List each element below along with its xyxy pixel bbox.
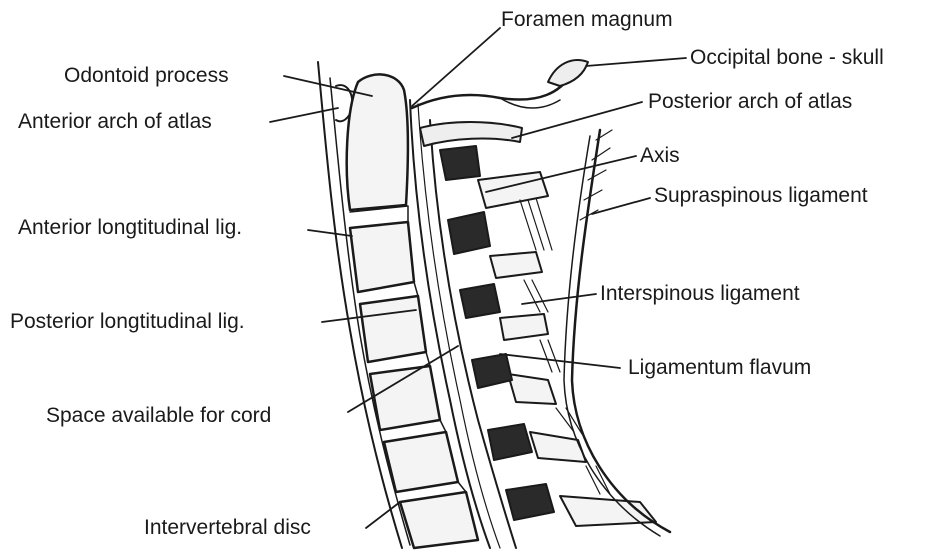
label-posterior-longitudinal-ligament: Posterior longtitudinal lig. xyxy=(10,310,245,334)
label-space-available-for-cord: Space available for cord xyxy=(46,404,271,428)
spinous-process-c5 xyxy=(508,374,556,404)
spinous-process-c6 xyxy=(530,432,586,462)
vertebral-body-c3 xyxy=(350,222,414,292)
lamina xyxy=(440,146,480,180)
label-ligamentum-flavum: Ligamentum flavum xyxy=(628,356,811,380)
leader-ligamentum-flavum xyxy=(500,354,620,368)
posterior-arch-of-atlas xyxy=(420,122,522,146)
occipital-bone xyxy=(548,60,588,86)
label-supraspinous-ligament: Supraspinous ligament xyxy=(654,184,868,208)
label-axis: Axis xyxy=(640,144,680,168)
leader-anterior-arch xyxy=(270,108,338,122)
vertebral-body-c6 xyxy=(384,432,458,492)
leader-occipital-bone xyxy=(586,58,686,66)
label-anterior-arch-of-atlas: Anterior arch of atlas xyxy=(18,110,212,134)
odontoid-process xyxy=(347,74,408,210)
lamina xyxy=(472,354,512,388)
foramen-magnum-rim xyxy=(412,74,572,108)
label-odontoid-process: Odontoid process xyxy=(64,64,229,88)
label-occipital-bone: Occipital bone - skull xyxy=(690,46,884,70)
vertebral-body-c5 xyxy=(370,366,440,430)
lamina xyxy=(460,284,500,318)
leader-axis xyxy=(486,156,636,192)
label-anterior-longitudinal-ligament: Anterior longtitudinal lig. xyxy=(18,216,242,240)
supraspinous-ligament-inner xyxy=(564,136,660,536)
spinous-process-c4 xyxy=(500,314,548,340)
leader-foramen-magnum xyxy=(412,28,500,106)
label-intervertebral-disc: Intervertebral disc xyxy=(144,516,311,540)
label-foramen-magnum: Foramen magnum xyxy=(501,8,673,32)
lamina xyxy=(506,484,554,520)
vertebral-body-c4 xyxy=(360,296,426,362)
supraspinous-ligament-hatching xyxy=(580,130,612,220)
lamina xyxy=(488,424,532,460)
spinous-process-c3 xyxy=(490,252,542,278)
label-interspinous-ligament: Interspinous ligament xyxy=(600,282,800,306)
leader-supraspinous xyxy=(592,198,650,214)
spinous-process-c7 xyxy=(560,496,656,526)
lamina xyxy=(448,212,490,254)
label-posterior-arch-of-atlas: Posterior arch of atlas xyxy=(648,90,852,114)
